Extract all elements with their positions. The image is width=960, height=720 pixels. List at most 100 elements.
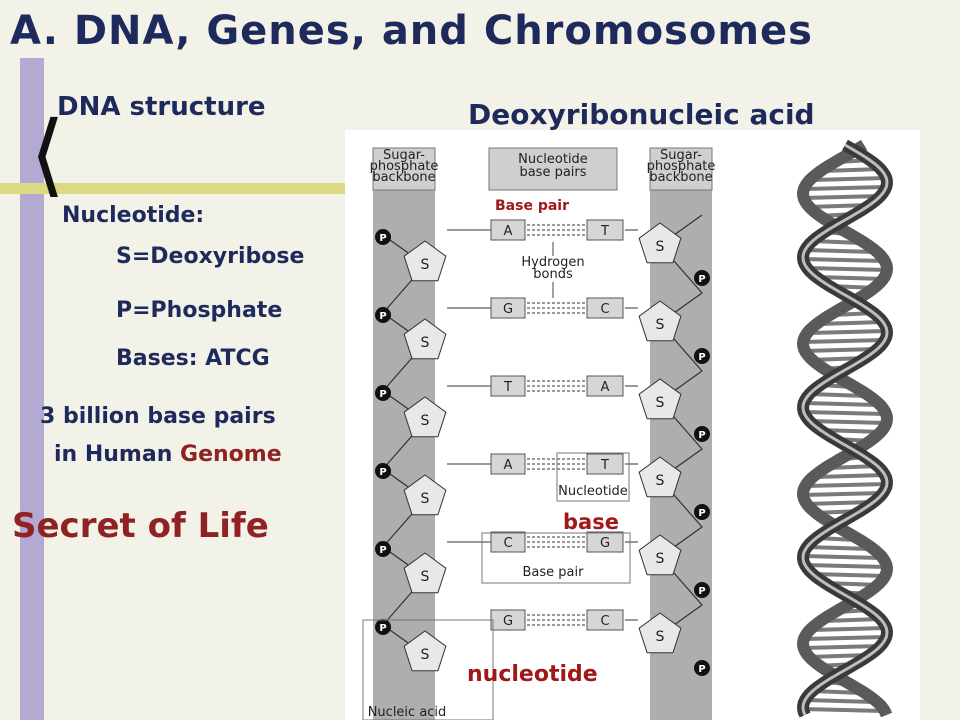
hydrogen-label-1: Hydrogen — [521, 255, 584, 270]
phosphate-label: P — [379, 467, 386, 478]
helix-rung — [803, 401, 879, 407]
helix-rung — [809, 392, 867, 398]
yellow-bar-decoration — [0, 183, 345, 194]
left-backbone-header-1: Sugar- — [383, 148, 425, 163]
sugar-pentagon — [403, 396, 447, 438]
base-right-label: T — [600, 458, 609, 473]
helix-rung — [806, 266, 888, 272]
phosphate-label: P — [379, 233, 386, 244]
helix-rung — [811, 626, 887, 632]
base-box-left — [490, 219, 526, 241]
helix-rung — [803, 347, 878, 353]
genome-word: Genome — [180, 442, 282, 467]
base-left-label: A — [504, 458, 513, 473]
sugar-label: S — [421, 647, 430, 663]
base-box-left — [490, 531, 526, 553]
helix-rung — [811, 176, 887, 182]
phosphate-label: P — [698, 508, 705, 519]
phosphate-label: P — [379, 389, 386, 400]
right-backbone-header-2: phosphate — [647, 159, 716, 174]
phosphate-label: P — [379, 545, 386, 556]
base-left-label: C — [503, 536, 512, 551]
bracket-glyph: ⟨ — [30, 102, 66, 207]
phosphate-label: P — [698, 664, 705, 675]
phosphate-circle — [694, 582, 710, 598]
base-box-left — [490, 297, 526, 319]
sugar-pentagon — [403, 474, 447, 516]
base-right-label: G — [600, 536, 610, 551]
phosphate-circle — [375, 463, 391, 479]
helix-rung — [803, 257, 884, 263]
base-box-right — [586, 609, 624, 631]
genome-prefix: in Human — [54, 442, 181, 467]
phosphate-circle — [375, 619, 391, 635]
helix-rung — [823, 167, 881, 173]
dna-structure-heading: DNA structure — [57, 92, 266, 122]
helix-strand-highlight — [801, 143, 889, 716]
phosphate-circle — [694, 504, 710, 520]
helix-rung — [808, 329, 887, 335]
sugar-pentagon — [638, 534, 682, 576]
sugar-label: S — [656, 551, 665, 567]
nucleic-acid-box-label: Nucleic acid — [368, 705, 447, 720]
sugar-pentagon — [638, 378, 682, 420]
sugar-label: S — [421, 335, 430, 351]
sugar-pentagon — [638, 612, 682, 654]
sugar-label: S — [421, 413, 430, 429]
sugar-pentagon — [638, 456, 682, 498]
bases-definition: Bases: ATCG — [116, 346, 270, 371]
base-box-left — [490, 375, 526, 397]
helix-rung — [803, 194, 881, 200]
helix-rung — [803, 410, 886, 416]
phosphate-label: P — [698, 430, 705, 441]
base-left-label: T — [503, 380, 512, 395]
hydrogen-label-2: bonds — [533, 267, 573, 282]
secret-of-life: Secret of Life — [12, 506, 269, 546]
left-backbone-header-3: backbone — [372, 170, 435, 185]
phosphate-label: P — [698, 274, 705, 285]
base-box-right — [586, 297, 624, 319]
basepair-box-label: Base pair — [523, 565, 585, 580]
phosphate-label: P — [698, 352, 705, 363]
dna-full-name: Deoxyribonucleic acid — [468, 98, 815, 131]
helix-strand-back — [796, 139, 894, 718]
phosphate-circle — [375, 541, 391, 557]
helix-rung — [805, 698, 875, 704]
left-backbone-header-2: phosphate — [370, 159, 439, 174]
base-left-label: G — [503, 614, 513, 629]
nucleotide-heading: Nucleotide: — [62, 203, 205, 228]
sugar-label: S — [656, 239, 665, 255]
sugar-definition: S=Deoxyribose — [116, 244, 305, 269]
helix-rung — [803, 554, 882, 560]
base-right-label: C — [600, 302, 609, 317]
sugar-pentagon — [403, 318, 447, 360]
helix-rung — [812, 572, 887, 578]
helix-rung — [809, 419, 887, 425]
phosphate-circle — [694, 348, 710, 364]
helix-rung — [803, 644, 881, 650]
helix-rung — [806, 482, 887, 488]
helix-rung — [805, 500, 874, 506]
sugar-pentagon — [403, 630, 447, 672]
helix-rung — [803, 707, 884, 713]
phosphate-label: P — [379, 623, 386, 634]
helix-rung — [806, 545, 871, 551]
mid-header-2: base pairs — [519, 165, 586, 180]
base-left-label: A — [504, 224, 513, 239]
base-box-right — [586, 531, 624, 553]
mid-header-1: Nucleotide — [518, 152, 588, 167]
genome-line-2: in Human Genome — [54, 442, 282, 467]
nucleotide-box-label: Nucleotide — [558, 484, 628, 499]
right-backbone-header-3: backbone — [649, 170, 712, 185]
sugar-label: S — [656, 317, 665, 333]
annotation-base: base — [563, 510, 619, 534]
sugar-label: S — [656, 473, 665, 489]
phosphate-label: P — [379, 311, 386, 322]
annotation-base-pair: Base pair — [495, 198, 569, 214]
helix-rung — [823, 617, 881, 623]
phosphate-definition: P=Phosphate — [116, 298, 283, 323]
helix-rung — [803, 338, 885, 344]
helix-rung — [804, 635, 887, 641]
phosphate-label: P — [698, 586, 705, 597]
